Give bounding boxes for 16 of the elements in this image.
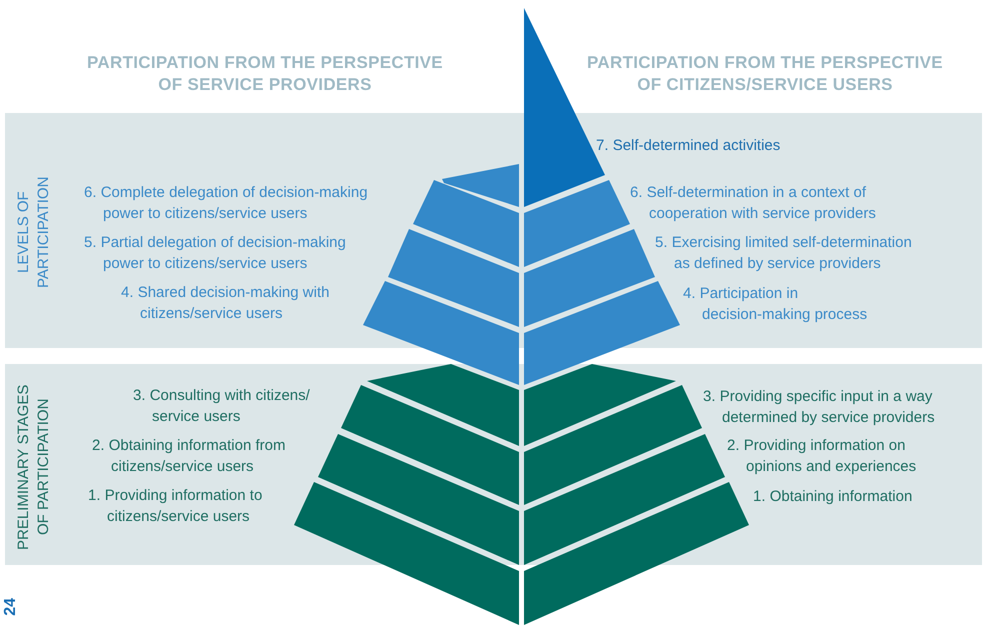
level-text: 6. Complete delegation of decision-making power to citizens/service users [84, 183, 369, 224]
level-text: 1. Providing information to citizens/service users [88, 486, 264, 527]
page-number: 24 [2, 598, 20, 616]
level-text: 5. Partial delegation of decision-making power to citizens/service users [84, 233, 347, 274]
level-text: 6. Self-determination in a context of cooperation with service providers [630, 183, 877, 224]
level-text: 1. Obtaining information [753, 487, 914, 507]
level-text: 3. Consulting with citizens/ service users [133, 386, 311, 427]
level-text: 2. Obtaining information from citizens/service users [92, 436, 286, 477]
level-text: 5. Exercising limited self-determination as defined by service providers [655, 233, 913, 274]
level-text: 7. Self-determined activities [596, 136, 782, 156]
level-text: 3. Providing specific input in a way determined by service providers [703, 387, 936, 428]
level-text: 4. Participation in decision-making process [683, 284, 868, 325]
column-heading: PARTICIPATION FROM THE PERSPECTIVE OF CITIZENS/SERVICE USERS [586, 52, 944, 96]
level-text: 2. Providing information on opinions and experiences [727, 436, 918, 477]
column-heading: PARTICIPATION FROM THE PERSPECTIVE OF SERVICE PROVIDERS [86, 52, 444, 96]
level-text: 4. Shared decision-making with citizens/service users [121, 283, 330, 324]
